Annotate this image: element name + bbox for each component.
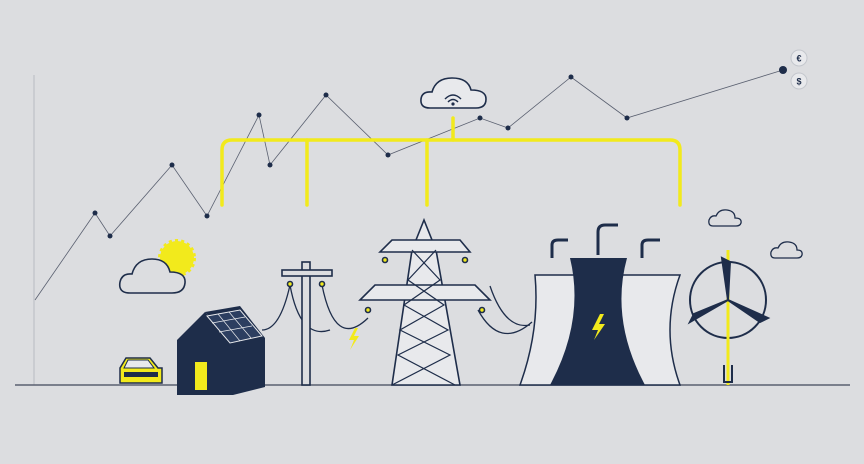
lightning-icon xyxy=(592,314,605,340)
dollar-symbol: $ xyxy=(796,77,801,87)
trend-line xyxy=(34,69,784,301)
dollar-icon: $ xyxy=(790,72,808,90)
solar-panel-icon xyxy=(206,309,263,344)
wind-turbine-icon xyxy=(687,250,771,385)
trend-points xyxy=(92,66,787,239)
cloud-wifi-icon xyxy=(420,77,487,109)
house-icon xyxy=(177,306,265,395)
euro-symbol: € xyxy=(796,54,801,64)
door xyxy=(195,362,207,390)
grid-connection-lines xyxy=(220,116,682,207)
cloud-icon xyxy=(770,241,803,259)
transmission-tower-icon xyxy=(358,217,492,386)
car-icon xyxy=(119,357,163,384)
cooling-tower-icon xyxy=(518,223,682,386)
cloud-icon xyxy=(118,258,186,294)
cloud-icon xyxy=(708,209,742,227)
utility-pole-icon xyxy=(281,261,333,386)
euro-icon: € xyxy=(790,49,808,67)
lightning-icon xyxy=(349,328,359,350)
